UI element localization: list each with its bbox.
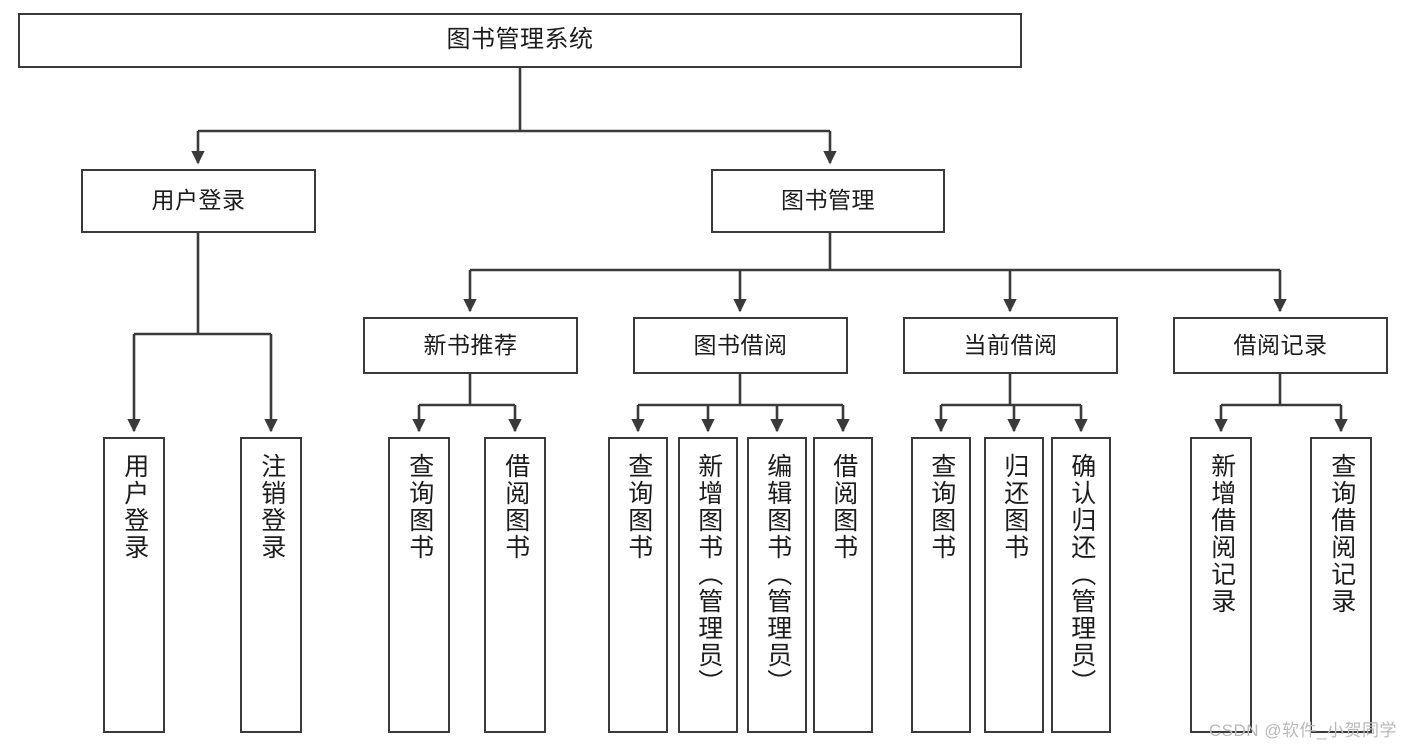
node-label: 归还图书 — [1000, 453, 1029, 561]
node-label: 新书推荐 — [423, 331, 518, 358]
node-label: 用户登录 — [151, 187, 246, 214]
node-label: 用户登录 — [120, 453, 149, 561]
leaf-add-record[interactable]: 新增借阅记录 — [1190, 437, 1252, 733]
csdn-watermark: CSDN @软件_小贺同学 — [1208, 721, 1397, 740]
node-book-manage[interactable]: 图书管理 — [711, 169, 945, 233]
leaf-query-book-2[interactable]: 查询图书 — [608, 437, 668, 733]
node-label: 图书借阅 — [693, 331, 788, 358]
node-label: 注销登录 — [257, 453, 286, 561]
node-new-book-recommend[interactable]: 新书推荐 — [363, 317, 578, 374]
node-label: 图书管理系统 — [446, 26, 594, 54]
node-user-login[interactable]: 用户登录 — [81, 169, 316, 233]
node-current-borrow[interactable]: 当前借阅 — [903, 317, 1118, 374]
leaf-borrow-book-1[interactable]: 借阅图书 — [484, 437, 546, 733]
node-label: 借阅记录 — [1233, 331, 1328, 358]
node-label: 借阅图书 — [829, 453, 858, 561]
node-label: 图书管理 — [781, 187, 875, 214]
node-borrow-record[interactable]: 借阅记录 — [1173, 317, 1388, 374]
leaf-edit-book[interactable]: 编辑图书（管理员） — [747, 437, 807, 733]
leaf-add-book[interactable]: 新增图书（管理员） — [678, 437, 738, 733]
leaf-query-book-3[interactable]: 查询图书 — [911, 437, 971, 733]
node-label: 确认归还（管理员） — [1067, 453, 1096, 696]
node-label: 查询图书 — [405, 453, 434, 561]
node-label: 查询图书 — [927, 453, 956, 561]
leaf-return-book[interactable]: 归还图书 — [984, 437, 1044, 733]
node-root-system[interactable]: 图书管理系统 — [18, 13, 1022, 68]
node-label: 新增图书（管理员） — [694, 453, 723, 696]
node-label: 编辑图书（管理员） — [763, 453, 792, 696]
leaf-user-logout[interactable]: 注销登录 — [240, 437, 302, 733]
leaf-user-login[interactable]: 用户登录 — [103, 437, 165, 733]
leaf-confirm-return[interactable]: 确认归还（管理员） — [1051, 437, 1111, 733]
node-label: 新增借阅记录 — [1207, 453, 1236, 615]
node-book-borrow[interactable]: 图书借阅 — [633, 317, 848, 374]
node-label: 查询借阅记录 — [1327, 453, 1356, 615]
leaf-borrow-book-2[interactable]: 借阅图书 — [813, 437, 873, 733]
node-label: 当前借阅 — [963, 331, 1058, 358]
leaf-query-book-1[interactable]: 查询图书 — [388, 437, 450, 733]
leaf-query-record[interactable]: 查询借阅记录 — [1310, 437, 1372, 733]
node-label: 借阅图书 — [501, 453, 530, 561]
node-label: 查询图书 — [624, 453, 653, 561]
